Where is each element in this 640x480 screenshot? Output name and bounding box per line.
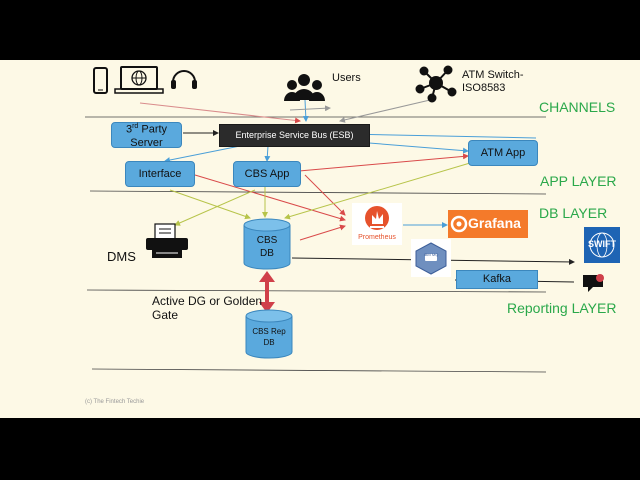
cbs-db-cylinder	[243, 218, 291, 270]
mobile-phone-icon	[93, 67, 108, 94]
arrow-esb-cbsapp	[264, 145, 271, 162]
copyright-text: (c) The Fintech Techie	[85, 399, 145, 405]
arrow-cbsapp-prometheus	[304, 174, 346, 216]
arrow-users-esb	[302, 99, 309, 122]
layer-label-channels: CHANNELS	[539, 99, 616, 115]
esb-box: Enterprise Service Bus (ESB)	[219, 124, 370, 147]
layer-label-reporting: Reporting LAYER	[507, 300, 617, 316]
prometheus-logo-icon	[352, 203, 402, 245]
interface-box: Interface	[125, 161, 195, 187]
arrow-cbsdb-prometheus	[299, 224, 346, 241]
arrow-esb-atmapp	[368, 142, 469, 154]
swift-label: SWIFT	[588, 239, 616, 249]
dms-label: DMS	[107, 249, 136, 264]
arrow-users-atm	[289, 105, 331, 112]
grafana-logo-icon	[448, 210, 528, 238]
replication-label: Active DG or Golden Gate	[152, 294, 263, 322]
users-label: Users	[332, 72, 361, 84]
chat-message-icon	[583, 274, 604, 292]
headset-icon	[171, 70, 197, 89]
layer-label-db: DB LAYER	[539, 205, 608, 221]
atm-app-box: ATM App	[468, 140, 538, 166]
arrow-atm-switch-esb	[339, 99, 431, 123]
arrow-devices-esb	[139, 102, 301, 124]
third-party-number: 3	[125, 123, 133, 136]
cbs-rep-db-cylinder	[245, 309, 293, 359]
prometheus-label: Prometheus	[358, 234, 396, 241]
kafka-box: Kafka	[456, 270, 538, 289]
arrow-cbsapp-dms	[174, 189, 256, 226]
atm-switch-label: ATM Switch- ISO8583	[462, 69, 524, 94]
ibm-mq-label: IBM MQ	[423, 252, 439, 257]
reporting-separator	[91, 368, 547, 373]
third-party-label: Party Server	[130, 123, 168, 149]
document-scanner-icon	[146, 223, 188, 258]
arrow-cbsapp-atmapp	[298, 153, 469, 172]
ibm-mq-icon	[411, 239, 451, 277]
slide-background	[0, 60, 640, 418]
grafana-label: Grafana	[468, 215, 521, 231]
app-separator	[89, 190, 547, 195]
db-separator	[86, 289, 547, 293]
arrow-atmapp-cbsdb	[284, 162, 471, 220]
arrow-esb-interface	[164, 145, 241, 163]
users-icon	[284, 74, 325, 101]
third-party-suffix: rd	[132, 123, 139, 131]
layer-label-app: APP LAYER	[540, 173, 617, 189]
cbs-app-box: CBS App	[233, 161, 301, 187]
swift-logo-icon	[584, 227, 620, 263]
arrow-interface-cbsdb	[169, 189, 251, 220]
laptop-icon	[114, 66, 164, 94]
network-hub-icon	[415, 65, 457, 103]
cbs-db-label: CBS DB	[256, 235, 278, 259]
arrow-interface-prometheus	[194, 174, 346, 222]
cbs-rep-db-label: CBS Rep DB	[252, 327, 286, 347]
replication-arrow-up	[259, 271, 275, 282]
third-party-server-box: 3rd Party Server	[111, 122, 182, 149]
replication-arrow-down	[259, 302, 275, 313]
